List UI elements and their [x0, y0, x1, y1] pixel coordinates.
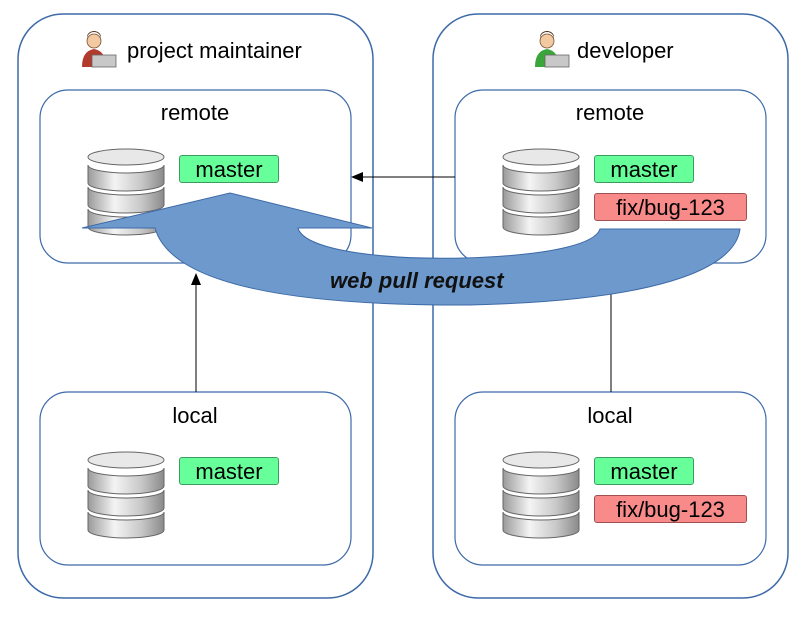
developer-title: developer: [577, 38, 674, 63]
pull-request-arrow: [81, 192, 741, 306]
maintainer-local-label: local: [172, 403, 218, 428]
developer-local-label: local: [587, 403, 633, 428]
maintainer-remote-branch-master: master: [179, 155, 279, 183]
developer-person-icon: [535, 31, 570, 68]
developer-remote-branch-master: master: [594, 155, 694, 183]
developer-remote-label: remote: [575, 100, 645, 125]
maintainer-remote-label: remote: [160, 100, 230, 125]
developer-remote-branch-fix: fix/bug-123: [594, 193, 747, 221]
pull-request-label: web pull request: [330, 268, 504, 293]
developer-local-branch-fix: fix/bug-123: [594, 495, 747, 523]
maintainer-person-icon: [82, 31, 117, 68]
developer-local-branch-master: master: [594, 457, 694, 485]
maintainer-title: project maintainer: [127, 38, 302, 63]
maintainer-local-branch-master: master: [179, 457, 279, 485]
